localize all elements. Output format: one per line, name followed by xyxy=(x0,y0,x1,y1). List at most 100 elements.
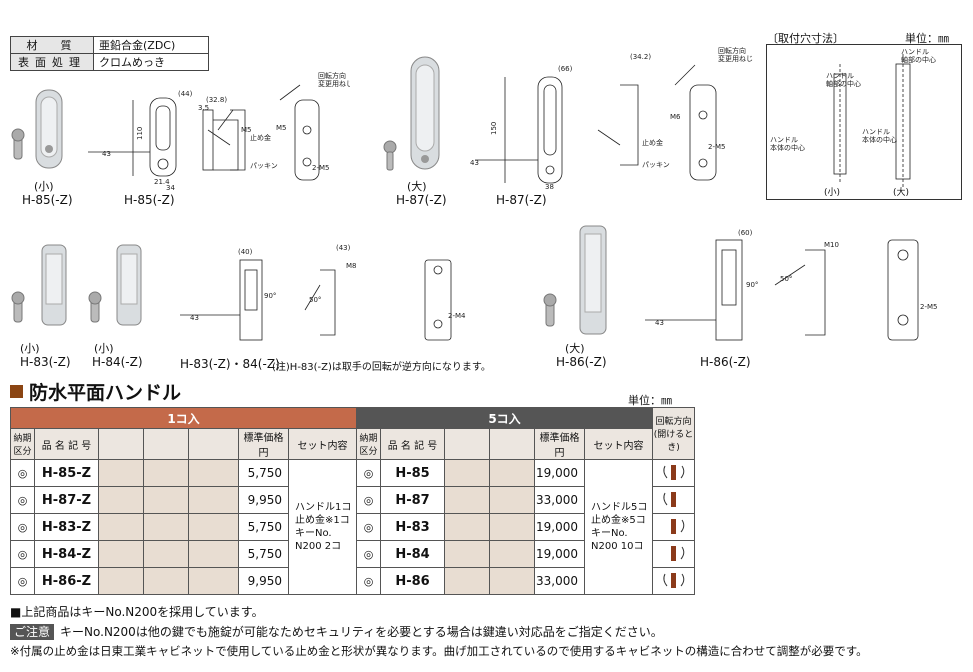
mount-small-label: (小) xyxy=(824,188,841,198)
direction-header: 回転方向 (開けるとき) xyxy=(652,407,695,460)
svg-text:150: 150 xyxy=(490,122,498,135)
svg-text:ハンドル: ハンドル xyxy=(901,48,929,56)
product-code: H-87 xyxy=(380,486,445,514)
product-code: H-85 xyxy=(380,459,445,487)
svg-text:M8: M8 xyxy=(346,262,357,270)
spec-row: 材 質 亜鉛合金(ZDC) xyxy=(10,36,209,54)
h84-small-label: (小) xyxy=(94,342,114,355)
price: 5,750 xyxy=(238,540,289,568)
delivery-header: 納期 区分 xyxy=(10,428,35,460)
empty-cell xyxy=(98,486,144,514)
table-row: ◎ H-83-Z 5,750 ◎ H-83 19,000 xyxy=(10,513,695,541)
empty-cell xyxy=(143,567,189,595)
spec-table: 材 質 亜鉛合金(ZDC) 表面処理 クロムめっき xyxy=(10,36,209,71)
svg-text:本体の中心: 本体の中心 xyxy=(862,135,897,144)
blank-header xyxy=(98,428,144,460)
price: 5,750 xyxy=(238,513,289,541)
svg-text:ハンドル: ハンドル xyxy=(862,128,890,136)
product-code: H-87-Z xyxy=(34,486,99,514)
spec-value: 亜鉛合金(ZDC) xyxy=(93,36,209,54)
set-contents-5: ハンドル5コ 止め金※5コ キーNo. N200 10コ xyxy=(584,459,653,595)
h84-photo-label: H-84(-Z) xyxy=(92,355,143,369)
h85-small-label: (小) xyxy=(34,180,54,193)
svg-text:50°: 50° xyxy=(780,275,792,283)
h86-drawing: (60) 43 M10 50° 90° 2-M5 xyxy=(630,225,960,350)
delivery-mark: ◎ xyxy=(10,486,35,514)
svg-text:38: 38 xyxy=(545,183,554,190)
price: 9,950 xyxy=(238,567,289,595)
empty-cell xyxy=(188,486,239,514)
h86-photo-label: H-86(-Z) xyxy=(556,355,607,369)
svg-text:変更用ねじ: 変更用ねじ xyxy=(318,79,350,88)
svg-text:(34.2): (34.2) xyxy=(630,53,651,61)
svg-text:2-M5: 2-M5 xyxy=(708,143,725,151)
empty-cell xyxy=(143,486,189,514)
h87-photo-label: H-87(-Z) xyxy=(396,193,447,207)
product-code: H-86-Z xyxy=(34,567,99,595)
blank-header xyxy=(188,428,239,460)
empty-cell xyxy=(188,540,239,568)
caution-badge: ご注意 xyxy=(10,624,55,640)
h87-drawing-label: H-87(-Z) xyxy=(496,193,547,207)
svg-text:M5: M5 xyxy=(241,126,252,134)
empty-cell xyxy=(98,459,144,487)
svg-text:21.4: 21.4 xyxy=(154,178,170,186)
rotation-direction-icon xyxy=(652,486,695,514)
svg-text:M10: M10 xyxy=(824,241,839,249)
svg-text:(66): (66) xyxy=(558,65,573,73)
svg-text:M6: M6 xyxy=(670,113,681,121)
svg-text:90°: 90° xyxy=(746,281,758,289)
product-table: 1コ入 5コ入 回転方向 (開けるとき) 納期 区分 品 名 記 号 標準価格 … xyxy=(10,407,695,595)
svg-text:(60): (60) xyxy=(738,229,753,237)
spec-row: 表面処理 クロムめっき xyxy=(10,53,209,71)
empty-cell xyxy=(489,486,535,514)
blank-header xyxy=(489,428,535,460)
section-title: 防水平面ハンドル xyxy=(10,378,181,405)
empty-cell xyxy=(98,567,144,595)
svg-text:2-M4: 2-M4 xyxy=(448,312,466,320)
price: 33,000 xyxy=(534,567,585,595)
empty-cell xyxy=(98,513,144,541)
note-key: ■上記商品はキーNo.N200を採用しています。 xyxy=(10,605,264,619)
group-1-header: 1コ入 xyxy=(10,407,357,429)
blank-header xyxy=(444,428,490,460)
h86-drawing-label: H-86(-Z) xyxy=(700,355,751,369)
h87-large-label: (大) xyxy=(407,180,427,193)
mount-large-label: (大) xyxy=(893,188,910,198)
svg-text:ハンドル: ハンドル xyxy=(826,72,854,80)
set-header: セット内容 xyxy=(288,428,357,460)
product-code: H-84-Z xyxy=(34,540,99,568)
svg-text:43: 43 xyxy=(470,159,479,167)
svg-text:43: 43 xyxy=(655,319,664,327)
svg-text:110: 110 xyxy=(136,127,144,140)
caution-text: キーNo.N200は他の鍵でも施錠が可能なためセキュリティを必要とする場合は鍵違… xyxy=(60,625,663,639)
empty-cell xyxy=(444,540,490,568)
svg-text:M5: M5 xyxy=(276,124,287,132)
svg-text:回転方向: 回転方向 xyxy=(318,71,346,80)
code-header: 品 名 記 号 xyxy=(34,428,99,460)
product-code: H-84 xyxy=(380,540,445,568)
table-row: ◎ H-84-Z 5,750 ◎ H-84 19,000 xyxy=(10,540,695,568)
delivery-mark: ◎ xyxy=(10,567,35,595)
h83-small-label: (小) xyxy=(20,342,40,355)
empty-cell xyxy=(444,459,490,487)
section-title-text: 防水平面ハンドル xyxy=(29,382,182,404)
empty-cell xyxy=(489,513,535,541)
svg-text:2-M5: 2-M5 xyxy=(920,303,937,311)
delivery-mark: ◎ xyxy=(10,540,35,568)
svg-text:90°: 90° xyxy=(264,292,276,300)
svg-text:軸部の中心: 軸部の中心 xyxy=(826,79,861,88)
h86-large-label: (大) xyxy=(565,342,585,355)
note-caution: ご注意キーNo.N200は他の鍵でも施錠が可能なためセキュリティを必要とする場合… xyxy=(10,623,663,640)
rotation-direction-icon xyxy=(652,540,695,568)
empty-cell xyxy=(143,540,189,568)
product-code: H-85-Z xyxy=(34,459,99,487)
delivery-mark: ◎ xyxy=(10,459,35,487)
empty-cell xyxy=(188,459,239,487)
h83-note: (注)H-83(-Z)は取手の回転が逆方向になります。 xyxy=(272,362,491,373)
product-code: H-86 xyxy=(380,567,445,595)
svg-text:ハンドル: ハンドル xyxy=(770,136,798,144)
svg-text:本体の中心: 本体の中心 xyxy=(770,143,805,152)
